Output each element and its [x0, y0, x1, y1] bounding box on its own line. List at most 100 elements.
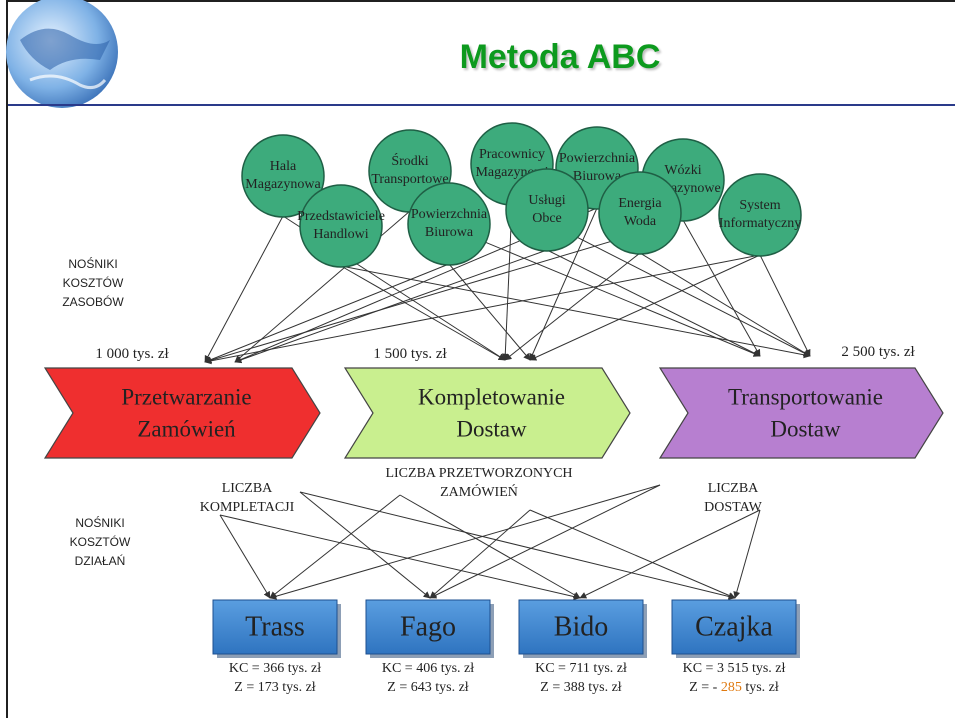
resource-label: Powierzchnia: [411, 207, 488, 222]
resource-arrow: [234, 249, 548, 364]
cost-object-box: [212, 599, 338, 655]
activity-label: Transportowanie: [728, 384, 883, 409]
resource-arrow: [546, 249, 761, 357]
activity-drivers-label: DZIAŁAŃ: [75, 553, 126, 568]
z-prefix: Z = -: [689, 680, 721, 695]
resource-arrow: [448, 263, 531, 361]
resource-label: Handlowi: [313, 227, 368, 242]
slide-border-top: [6, 0, 955, 2]
activity-chevron: [658, 367, 944, 459]
resource-arrow: [682, 219, 761, 357]
activity-label: Dostaw: [770, 416, 841, 441]
resource-label: Energia: [618, 196, 662, 211]
cost-object-box: [671, 599, 797, 655]
activity-chevron: [343, 367, 631, 459]
resource-circle: [407, 182, 491, 266]
resource-label: Biurowa: [425, 225, 474, 240]
activity-chevron: [43, 367, 321, 459]
resource-label: Przedstawiciele: [297, 209, 385, 224]
resource-label: Biurowa: [573, 169, 622, 184]
activity-arrow: [299, 491, 736, 600]
activity-arrow: [269, 494, 401, 599]
activity-arrow: [299, 491, 431, 599]
cost-object-box: [518, 599, 644, 655]
cost-object-kc: KC = 366 tys. zł: [229, 661, 321, 676]
activity-arrow: [269, 484, 661, 600]
resource-arrow: [204, 215, 284, 363]
resource-label: Środki: [391, 152, 428, 169]
resource-circle: [598, 171, 682, 255]
cost-object-z: Z = 388 tys. zł: [540, 680, 621, 695]
resource-label: Hala: [270, 159, 297, 174]
cost-object-name: Czajka: [695, 611, 773, 642]
activity-cost: 1 500 tys. zł: [373, 346, 447, 362]
title-underline: [8, 104, 955, 106]
activity-label: Przetwarzanie: [121, 384, 251, 409]
resource-label: System: [739, 198, 780, 213]
resource-arrow: [204, 219, 684, 364]
resource-label: Transportowe: [371, 172, 448, 187]
resource-label: Usługi: [528, 193, 565, 208]
resource-label: Informatyczny: [719, 216, 801, 231]
activity-drivers-label: NOŚNIKI: [75, 515, 124, 530]
activity-arrow: [399, 494, 581, 599]
resource-arrow: [340, 265, 811, 359]
activity-arrow: [529, 509, 736, 599]
cost-object-z: Z = 643 tys. zł: [387, 680, 468, 695]
activity-arrow: [219, 514, 581, 600]
activity-arrow: [219, 514, 271, 599]
resource-label: Wózki: [664, 163, 701, 178]
activity-label: Kompletowanie: [418, 384, 565, 409]
cost-object-name: Fago: [400, 611, 456, 642]
activity-drivers-label: KOSZTÓW: [70, 534, 131, 549]
activity-arrow: [429, 509, 531, 599]
activity-driver-label: LICZBA PRZETWORZONYCH: [385, 466, 572, 481]
resource-circle: [241, 134, 325, 218]
activity-arrow: [579, 509, 761, 599]
globe-logo: [6, 0, 118, 108]
slide-border-left: [6, 0, 8, 718]
resource-arrow: [759, 254, 811, 357]
activity-cost: 1 000 tys. zł: [95, 346, 169, 362]
resource-drivers-label: KOSZTÓW: [63, 275, 124, 290]
resource-arrow: [529, 254, 761, 361]
activity-driver-label: LICZBA: [222, 481, 273, 496]
resource-circle: [505, 168, 589, 252]
resource-arrow: [204, 254, 761, 365]
resource-arrow: [340, 265, 506, 361]
activity-label: Zamówień: [137, 416, 236, 441]
resource-arrow: [529, 207, 598, 361]
z-negative-value: 285: [721, 680, 742, 695]
cost-object: Fago KC = 406 tys. zł Z = 643 tys. zł: [365, 599, 494, 695]
cost-object-kc: KC = 406 tys. zł: [382, 661, 474, 676]
resource-arrow: [204, 263, 450, 363]
activity-driver-arrows: [219, 484, 761, 600]
activity-driver-label: ZAMÓWIEŃ: [440, 483, 518, 500]
activity-driver-label: KOMPLETACJI: [200, 500, 295, 515]
activity-arrow: [733, 509, 761, 599]
cost-object-z: Z = - 285 tys. zł: [689, 680, 779, 695]
resource-circle: [299, 184, 383, 268]
z-suffix: tys. zł: [742, 680, 779, 695]
cost-object-kc: KC = 3 515 tys. zł: [683, 661, 786, 676]
activity-arrow: [429, 484, 661, 599]
resource-label: Obce: [532, 211, 562, 226]
activity-driver-label: DOSTAW: [704, 500, 762, 515]
cost-object-name: Bido: [554, 611, 608, 642]
resource-label: Pracownicy: [479, 147, 545, 162]
